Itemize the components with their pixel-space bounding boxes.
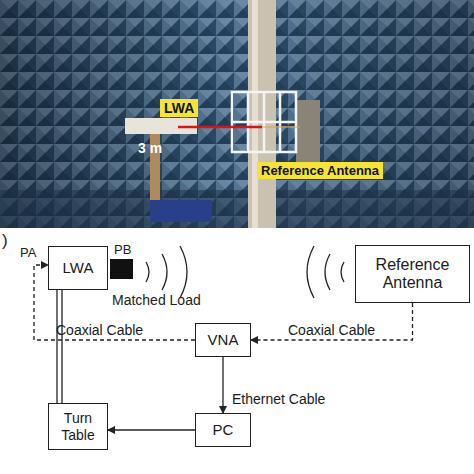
process-box: LWA xyxy=(48,246,108,290)
box-text: LWA xyxy=(63,259,94,276)
process-box: Reference Antenna xyxy=(355,245,470,303)
connector xyxy=(108,430,195,431)
connector-line xyxy=(222,357,223,413)
connector xyxy=(57,290,62,403)
cable-label: Coaxial Cable xyxy=(288,322,375,338)
photo-callout: LWA xyxy=(160,99,198,117)
cable-label: Ethernet Cable xyxy=(232,391,325,407)
port-name: PA xyxy=(20,245,36,260)
box-text: Turn Table xyxy=(51,410,105,442)
coaxial-cable xyxy=(251,303,413,340)
connector-line xyxy=(251,303,413,340)
connector-line xyxy=(108,429,195,430)
connector-line xyxy=(61,290,62,403)
cable-label: Coaxial Cable xyxy=(56,322,143,338)
distance-label: 3 m xyxy=(138,140,162,156)
matched-load xyxy=(110,259,133,279)
process-box: Turn Table xyxy=(48,403,108,450)
process-box: VNA xyxy=(195,323,251,357)
process-box: PC xyxy=(195,413,251,447)
box-text: Reference Antenna xyxy=(358,256,467,293)
panel-letter: ) xyxy=(2,231,8,251)
port-name: PB xyxy=(114,242,131,257)
connector xyxy=(223,357,224,413)
connector-line xyxy=(56,290,57,403)
part-name: Matched Load xyxy=(112,292,201,308)
box-text: VNA xyxy=(208,331,239,348)
photo-callout: Reference Antenna xyxy=(257,162,383,179)
radiation-waves xyxy=(146,246,344,298)
box-text: PC xyxy=(213,421,234,438)
